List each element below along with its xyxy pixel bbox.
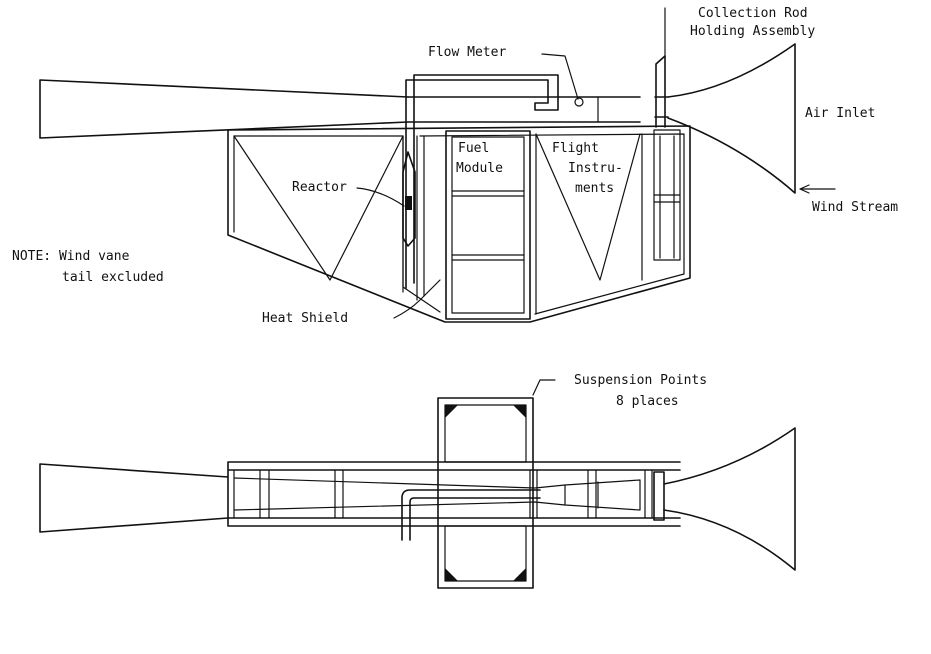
suspension-point-se [513, 568, 526, 581]
note-label-line1: NOTE: Wind vane [12, 249, 130, 264]
top-view [39, 379, 796, 589]
suspension-points-label-line1: Suspension Points [574, 373, 707, 388]
fuel-module-label-line1: Fuel [458, 141, 489, 156]
reactor-vessel [402, 151, 416, 247]
flight-instruments-label-line1: Flight [552, 141, 599, 156]
top-exhaust-cone [39, 463, 229, 533]
side-collection-rod-holder [655, 55, 666, 128]
collection-rod-label-line1: Collection Rod [698, 6, 808, 21]
side-exhaust-cone [39, 79, 409, 139]
side-left-truss [233, 135, 404, 293]
suspension-point-nw [445, 405, 458, 418]
flight-instruments-label-line2: Instru- [568, 161, 623, 176]
fuel-module-inner [451, 136, 525, 314]
side-heat-shield [416, 135, 425, 301]
reactor-leader [356, 187, 405, 207]
collection-rod-label-line2: Holding Assembly [690, 24, 815, 39]
reactor-core [405, 196, 412, 210]
fuel-module-label-line2: Module [456, 161, 503, 176]
top-module-inner-upper [444, 404, 527, 463]
top-module-inner-lower [444, 525, 527, 582]
side-view [39, 7, 836, 323]
side-right-bay-inner [653, 135, 681, 259]
top-collection-rod-block [653, 471, 665, 521]
suspension-points-leader [532, 379, 556, 396]
top-air-inlet-bell [663, 427, 796, 571]
air-inlet-label: Air Inlet [805, 106, 875, 121]
top-inner-duct [233, 477, 566, 511]
suspension-point-sw [445, 568, 458, 581]
flow-meter-leader [541, 53, 579, 100]
side-bypass-pipe [405, 74, 559, 289]
flight-instruments-truss [535, 133, 643, 315]
wind-stream-arrow [799, 184, 836, 194]
top-module-frame [437, 397, 534, 589]
top-cross-frames [233, 469, 653, 519]
top-center-duct [564, 479, 641, 511]
side-duct [407, 96, 669, 123]
heat-shield-leader [393, 279, 441, 319]
flow-meter-label: Flow Meter [428, 45, 506, 60]
labels: Collection Rod Holding Assembly Flow Met… [12, 6, 898, 409]
wind-stream-label: Wind Stream [812, 200, 898, 215]
suspension-point-ne [513, 405, 526, 418]
reactor-label: Reactor [292, 180, 347, 195]
heat-shield-label: Heat Shield [262, 311, 348, 326]
flow-meter-sensor [574, 97, 584, 107]
suspension-points-label-line2: 8 places [616, 394, 679, 409]
side-body-hull [227, 125, 691, 323]
fuel-module-shelves [451, 190, 525, 261]
side-air-inlet-bell [667, 43, 796, 194]
fuel-module-frame [445, 130, 531, 320]
note-label-line2: tail excluded [62, 270, 164, 285]
top-bypass-pipe [401, 489, 541, 541]
top-body-rails [227, 461, 681, 527]
flight-instruments-label-line3: ments [575, 181, 614, 196]
